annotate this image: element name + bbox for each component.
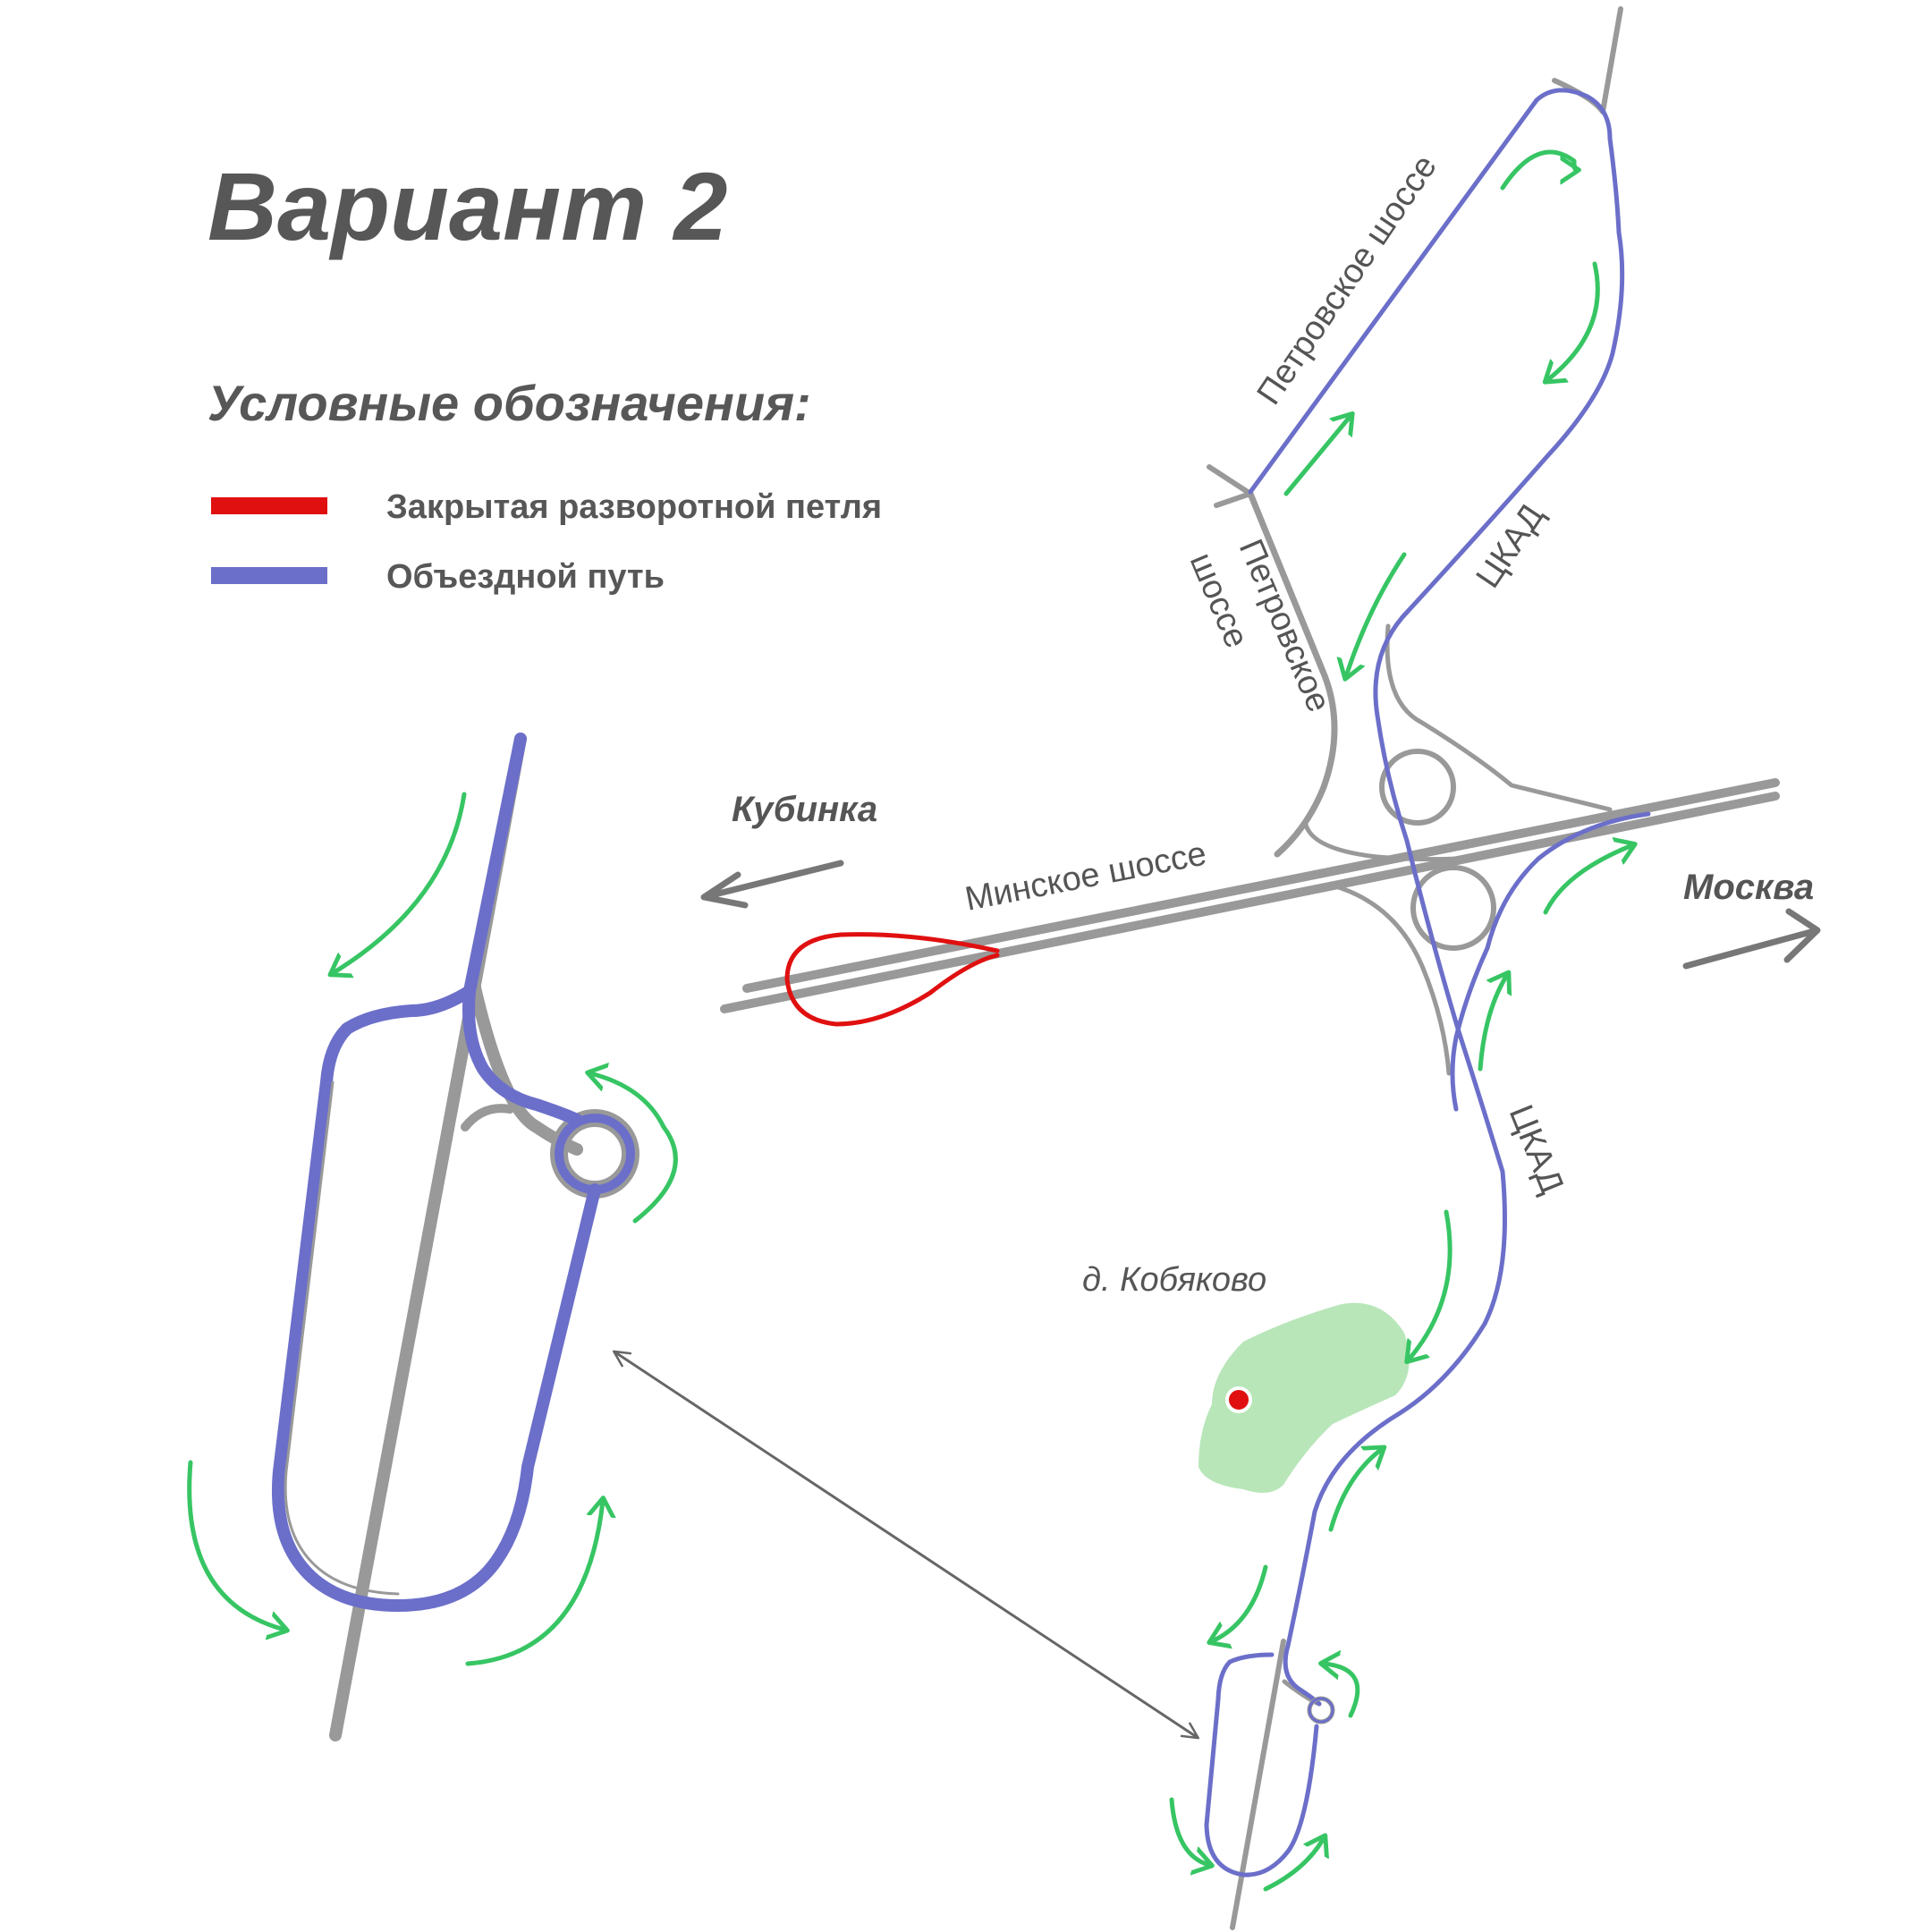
- legend-swatch-detour: [211, 567, 327, 584]
- south-road-gray: [1230, 1639, 1286, 1930]
- direction-label-west: Кубинка: [732, 790, 877, 829]
- closed-uturn-loop: [784, 932, 1000, 1027]
- road-label-ckad-lower: ЦКАД: [1502, 1100, 1571, 1199]
- legend-swatch-closed-loop: [211, 497, 327, 514]
- direction-label-east: Москва: [1683, 868, 1814, 907]
- road-label-ckad-upper: ЦКАД: [1469, 497, 1552, 595]
- inset-pointer-arrow: [612, 1350, 1200, 1740]
- detour-loop-small: [1204, 1643, 1335, 1877]
- village-label: д. Кобяково: [1082, 1261, 1266, 1299]
- legend-label-detour: Объездной путь: [386, 558, 665, 596]
- minskoe-highway: [720, 778, 1780, 1013]
- legend-label-closed-loop: Закрытая разворотной петля: [386, 488, 883, 526]
- legend-heading: Условные обозначения:: [207, 375, 811, 431]
- road-label-petrovskoe-top: Петровское шоссе: [1250, 148, 1444, 411]
- direction-arrow-west: [700, 860, 844, 909]
- direction-arrow-east: [1682, 908, 1821, 970]
- detour-route-main: [1248, 88, 1651, 1648]
- village-marker: [1225, 1386, 1252, 1413]
- village-area: [1198, 1302, 1410, 1493]
- interchange-ramps: [1303, 623, 1613, 1076]
- page-title: Вариант 2: [207, 152, 728, 260]
- zoom-inset: [271, 733, 639, 1741]
- traffic-arrows: [187, 149, 1632, 1892]
- petrovskoe-highway: [1207, 464, 1338, 858]
